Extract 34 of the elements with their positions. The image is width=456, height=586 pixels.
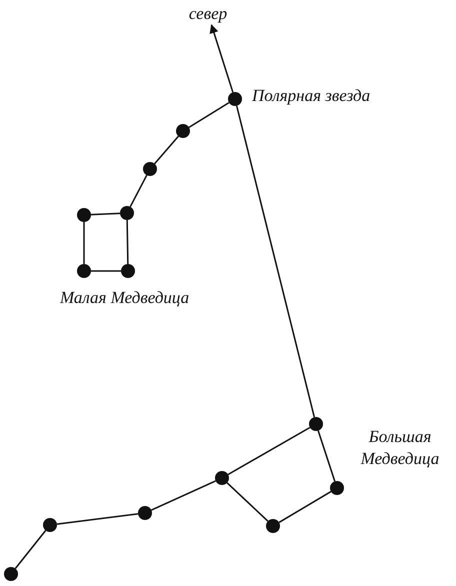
connector-line	[83, 222, 85, 264]
connector-line	[228, 426, 310, 476]
connector-line	[126, 220, 129, 264]
star-dot	[120, 206, 134, 220]
direction-label: север	[186, 3, 230, 25]
star-dot	[215, 471, 229, 485]
connector-line	[226, 482, 268, 522]
star-dot	[266, 519, 280, 533]
star-dot	[138, 506, 152, 520]
star-dot	[4, 567, 18, 581]
arrow	[210, 24, 234, 93]
connector-line	[154, 136, 179, 164]
star-dot	[43, 518, 57, 532]
star-dot	[309, 417, 323, 431]
connector-line	[151, 480, 216, 511]
connector-line	[91, 270, 121, 272]
star-dot	[176, 124, 190, 138]
connector-line	[236, 106, 316, 418]
constellation-name: Малая Медведица	[60, 287, 190, 309]
connector-line	[278, 490, 332, 524]
connector-line	[90, 212, 120, 216]
star-dot	[77, 208, 91, 222]
star-name: Полярная звезда	[252, 86, 370, 106]
connector-line	[188, 102, 230, 128]
star-dot	[330, 481, 344, 495]
star-dot	[228, 92, 242, 106]
connector-line	[14, 530, 46, 569]
star-dot	[143, 162, 157, 176]
star-dot	[121, 264, 135, 278]
star-dot	[77, 264, 91, 278]
connector-line	[56, 513, 138, 525]
connector-line	[130, 174, 148, 208]
connector-line	[317, 430, 336, 482]
constellation-name: Большая Медведица	[360, 426, 440, 470]
